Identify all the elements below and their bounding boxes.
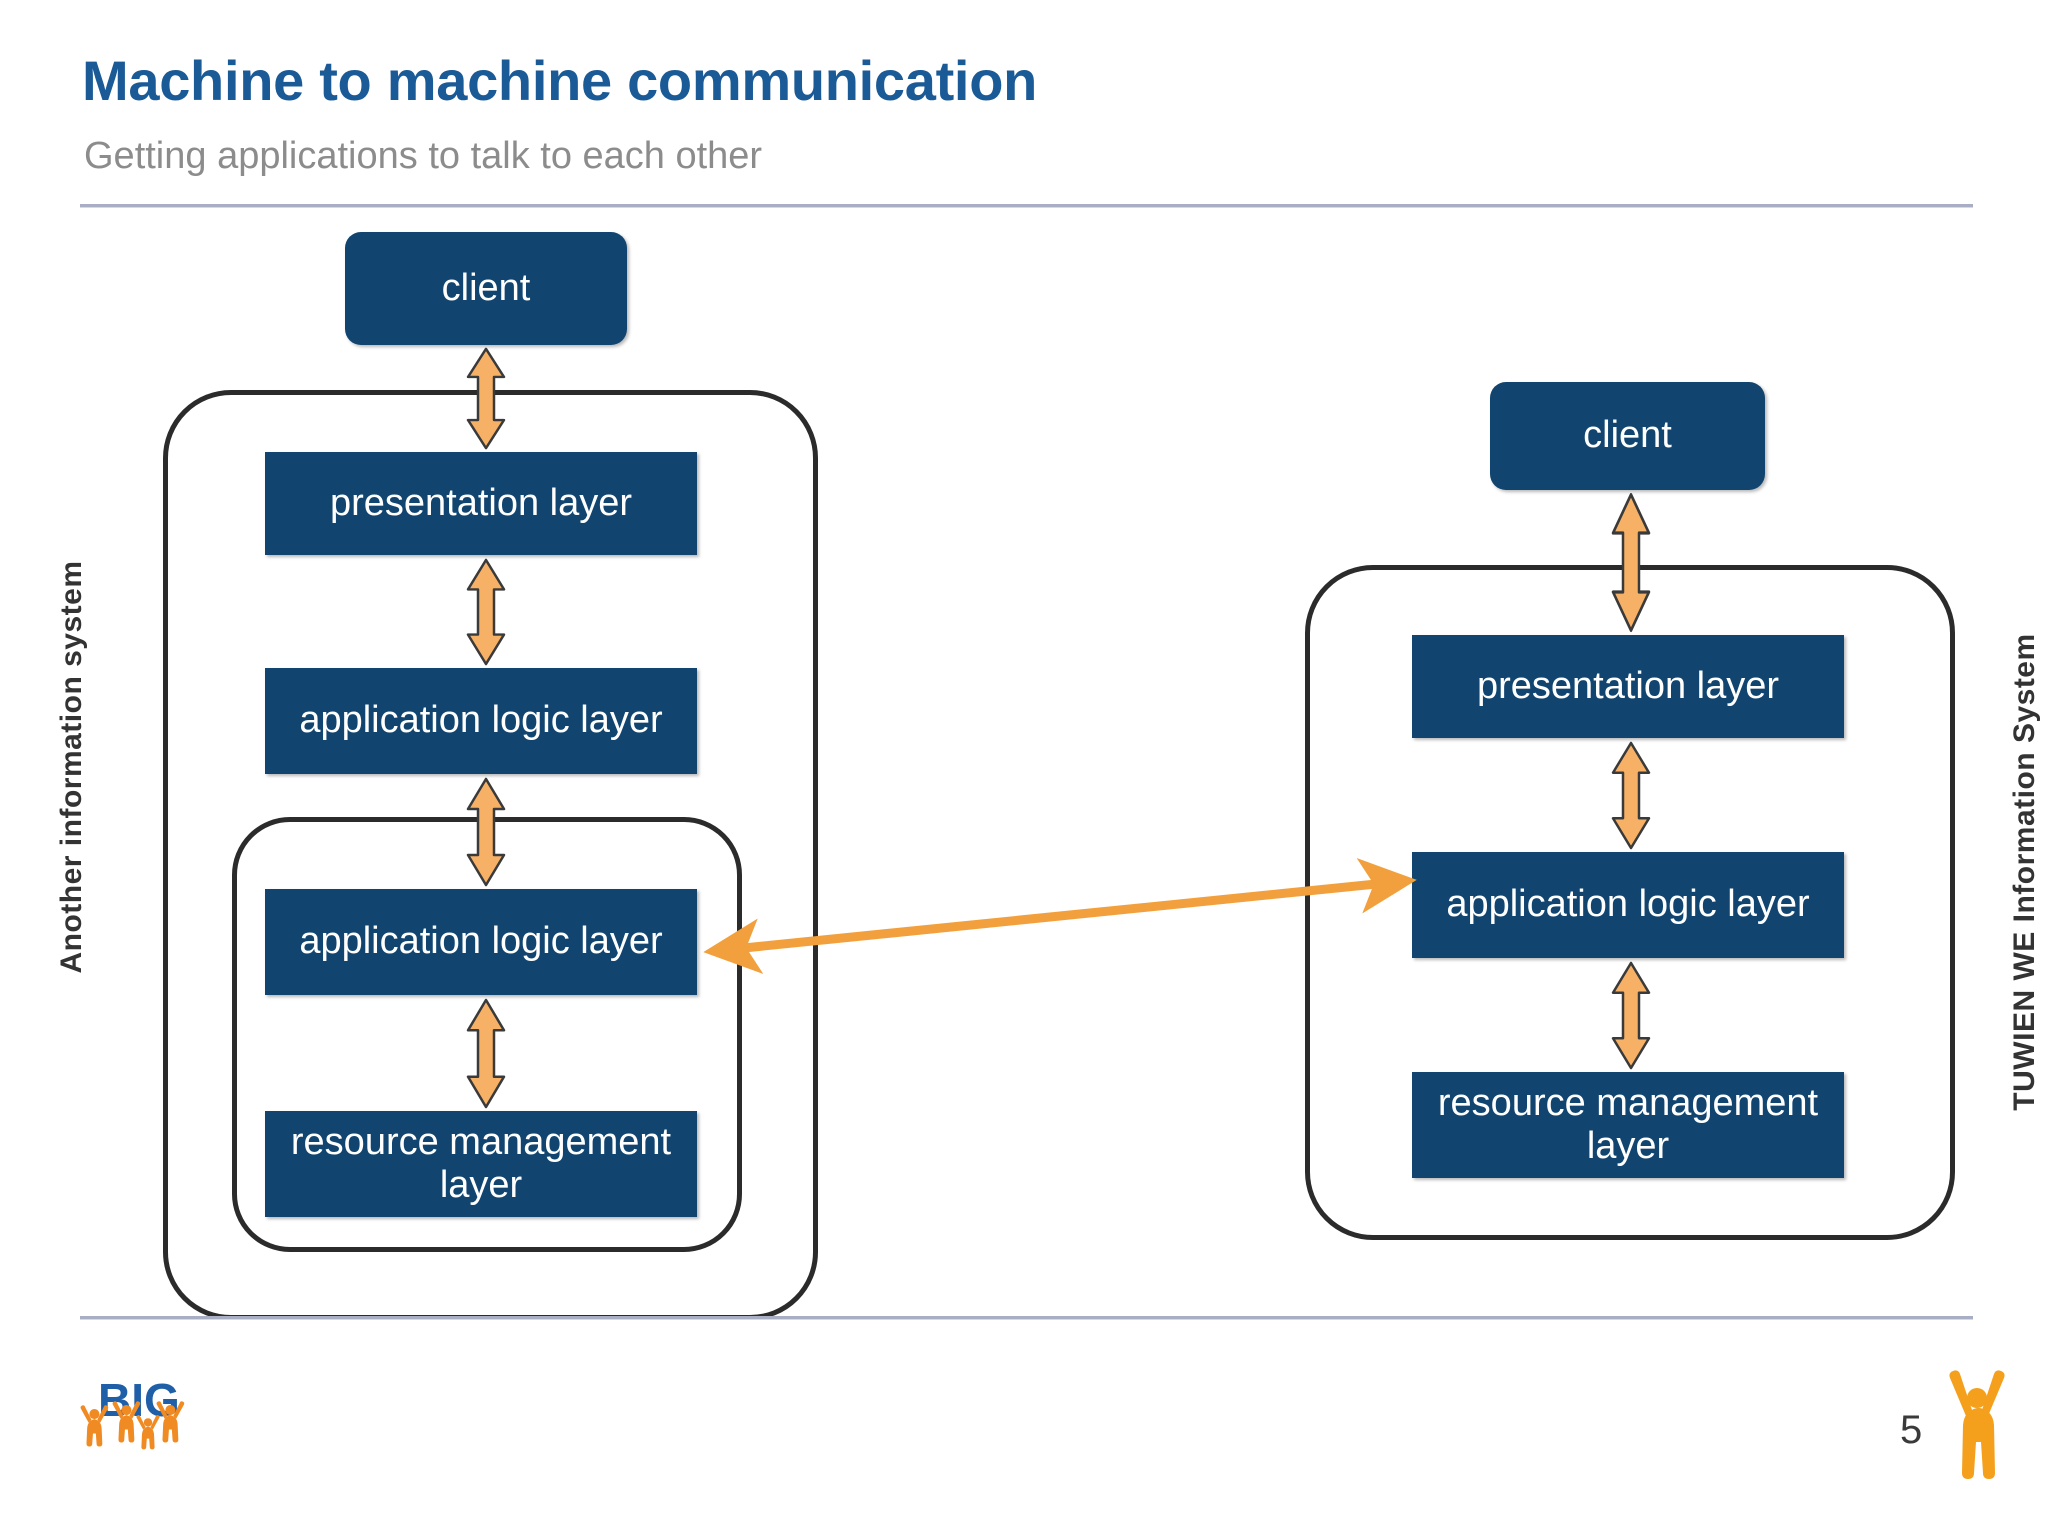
right-presentation-layer-box[interactable]: presentation layer	[1412, 635, 1844, 738]
left-client-box[interactable]: client	[345, 232, 627, 345]
page-number: 5	[1900, 1408, 1923, 1452]
double-arrow-icon-right-presentation-applogic	[1610, 741, 1652, 850]
double-arrow-icon-right-client-presentation	[1610, 492, 1652, 633]
page-subtitle: Getting applications to talk to each oth…	[84, 135, 763, 177]
header-divider	[80, 204, 1973, 207]
right-client-box[interactable]: client	[1490, 382, 1765, 490]
footer-person-icon	[1948, 1368, 2006, 1480]
double-arrow-icon-left-presentation-applogic	[465, 558, 507, 666]
left-application-logic-layer-box-inner[interactable]: application logic layer	[265, 889, 697, 995]
left-presentation-layer-box[interactable]: presentation layer	[265, 452, 697, 555]
double-arrow-icon-left-applogic-resource	[465, 998, 507, 1109]
right-system-label: TUWIEN WE Information System	[2008, 633, 2041, 1111]
page-title: Machine to machine communication	[82, 49, 1038, 112]
left-application-logic-layer-box-outer[interactable]: application logic layer	[265, 668, 697, 774]
double-arrow-icon-right-applogic-resource	[1610, 961, 1652, 1070]
left-system-label: Another information system	[55, 560, 88, 974]
right-resource-management-layer-box[interactable]: resource management layer	[1412, 1072, 1844, 1178]
big-logo-icon: BIG	[72, 1368, 212, 1476]
footer-divider	[80, 1316, 1973, 1319]
double-arrow-icon-left-applogic-applogic	[465, 777, 507, 887]
left-resource-management-layer-box[interactable]: resource management layer	[265, 1111, 697, 1217]
double-arrow-icon-left-client-presentation	[465, 347, 507, 450]
right-application-logic-layer-box[interactable]: application logic layer	[1412, 852, 1844, 958]
